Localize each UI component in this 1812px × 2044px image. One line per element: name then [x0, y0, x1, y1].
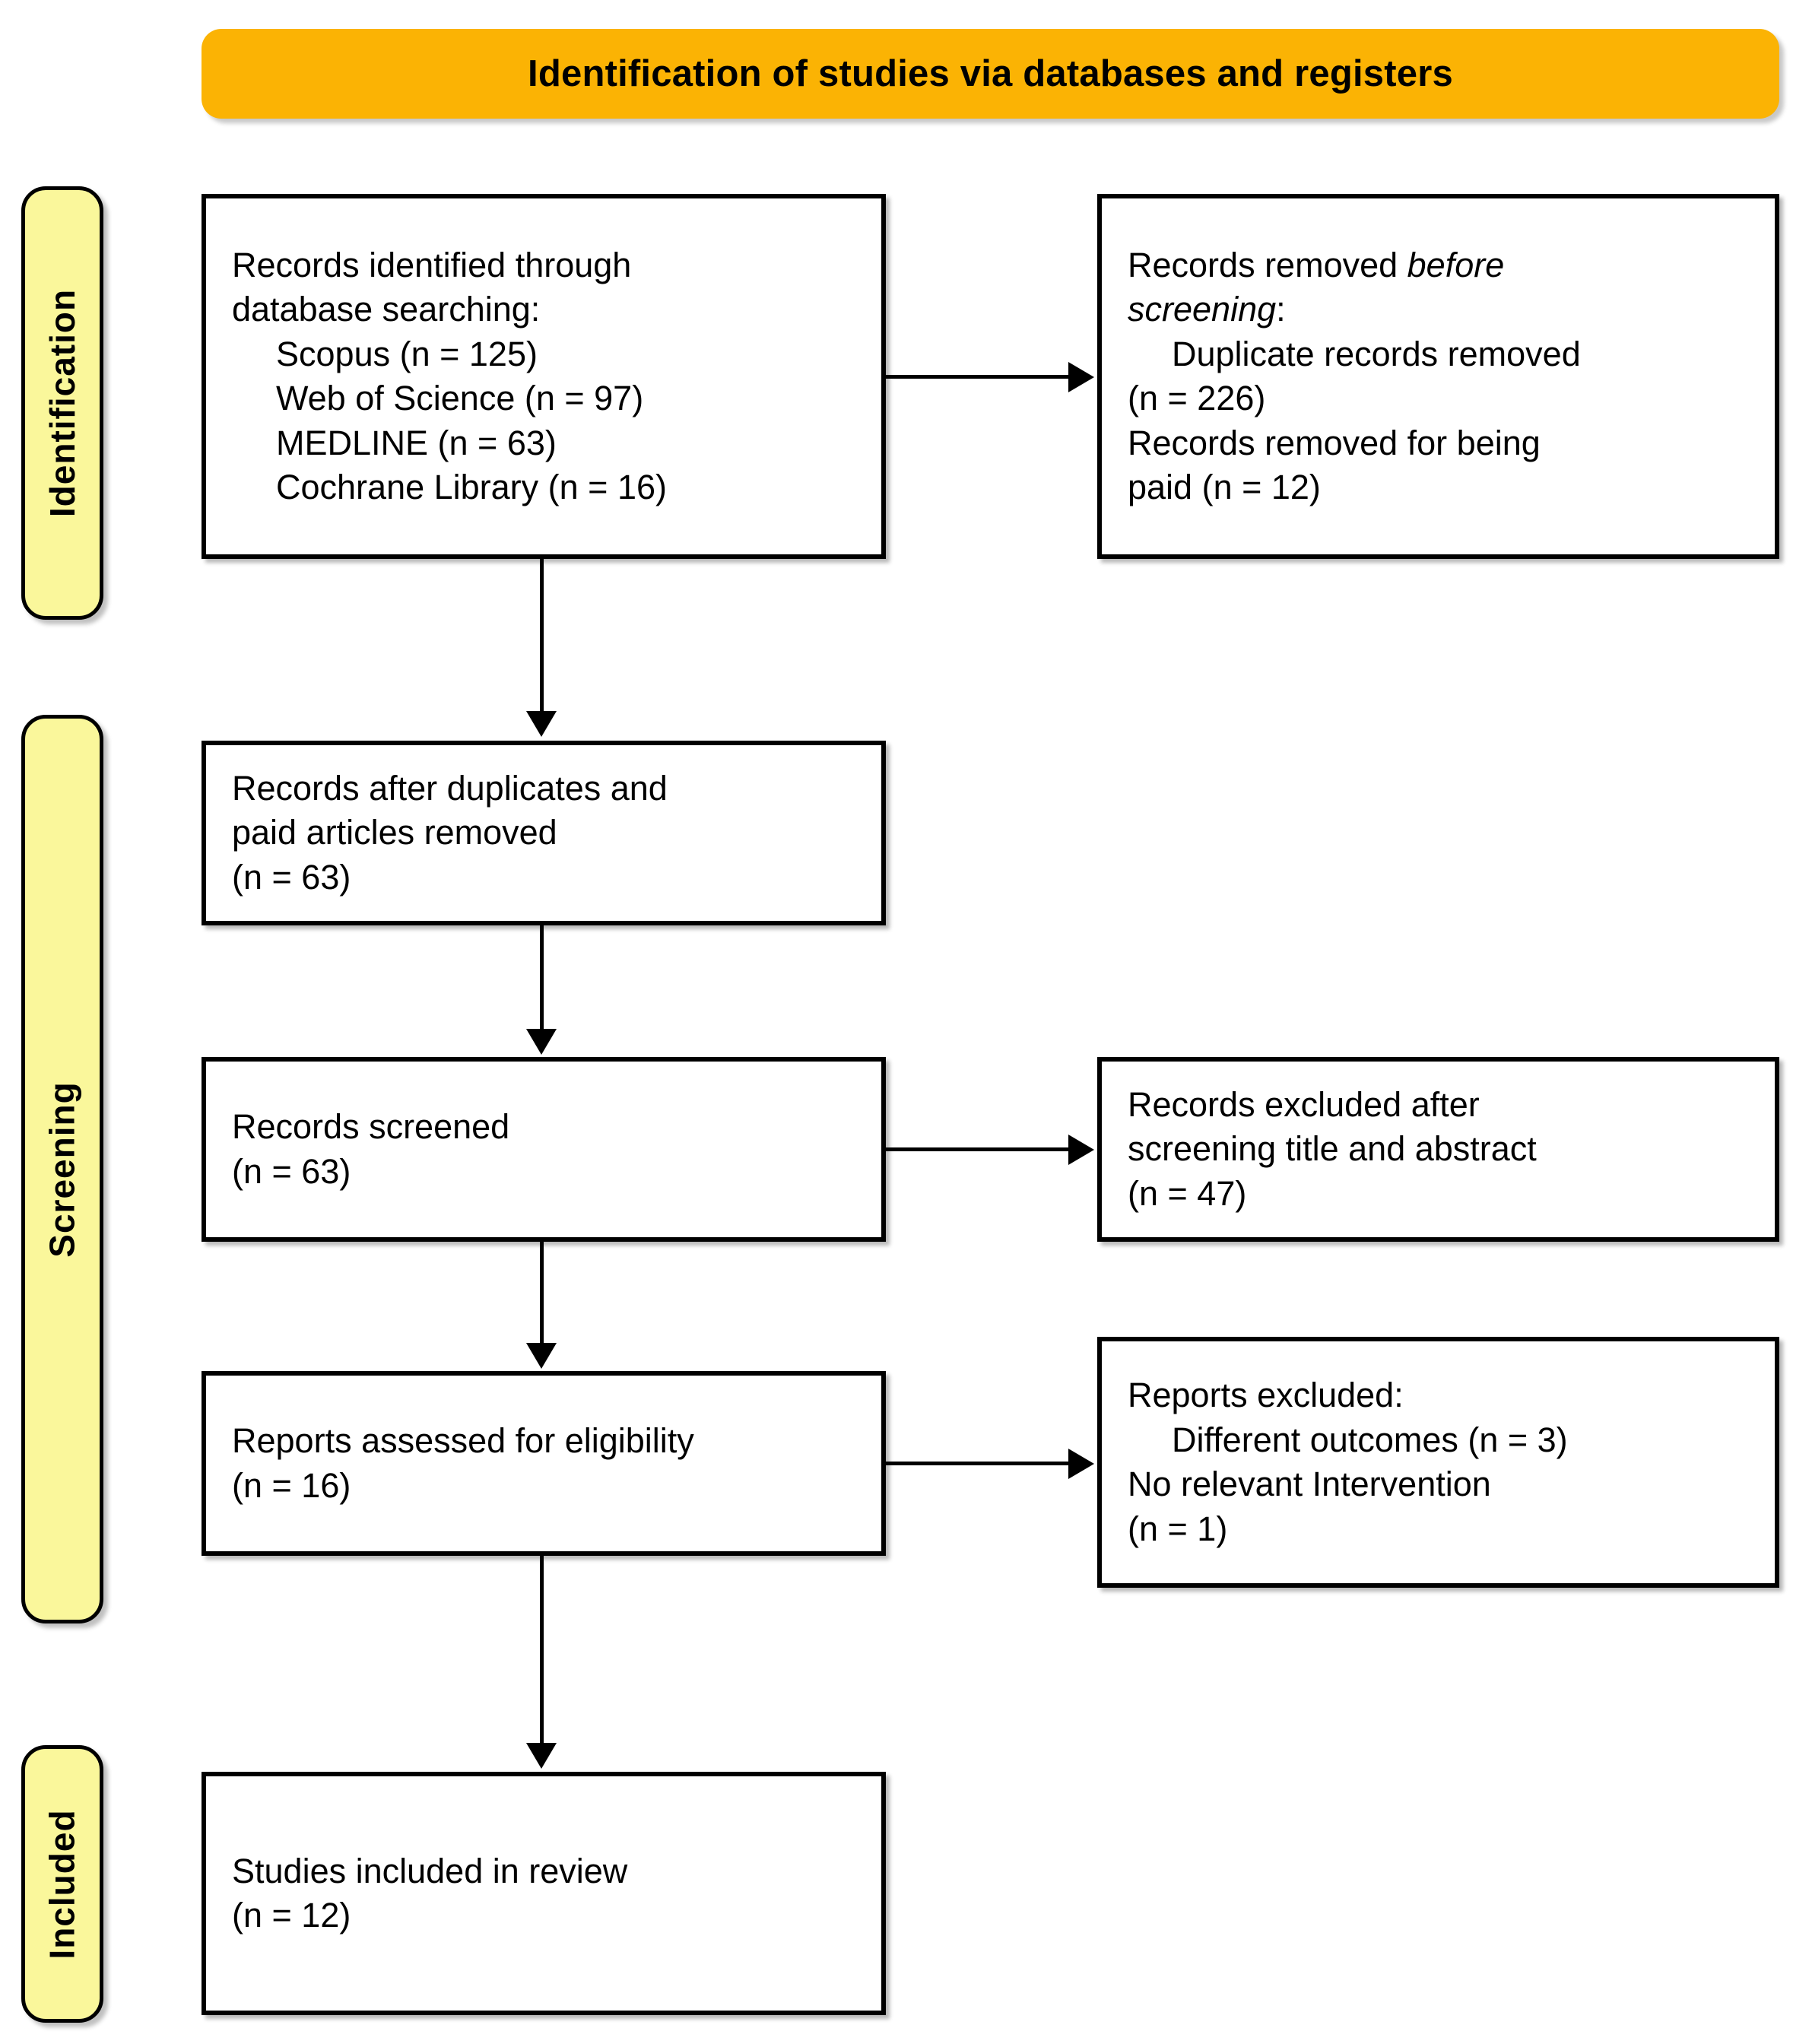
box-records-after-duplicates: Records after duplicates and paid articl…	[202, 741, 886, 925]
records-removed-line-1-emph: before	[1407, 245, 1505, 284]
diagram-title: Identification of studies via databases …	[528, 53, 1453, 94]
records-excluded-line-1: Records excluded after	[1128, 1084, 1480, 1124]
studies-included-count: (n = 12)	[232, 1896, 351, 1934]
records-removed-paid: Records removed for being	[1128, 423, 1541, 462]
connector-afterdup-to-screened-line	[540, 925, 544, 1032]
connector-identified-to-afterdup-line	[540, 559, 544, 714]
records-excluded-line-2: screening title and abstract	[1128, 1129, 1537, 1169]
stage-label-screening: Screening	[21, 715, 103, 1623]
stage-label-included: Included	[21, 1745, 103, 2023]
records-removed-line-1-text: Records removed	[1128, 245, 1407, 284]
records-identified-source-cochrane: Cochrane Library (n = 16)	[276, 468, 668, 506]
connector-identified-to-afterdup-arrowhead	[526, 711, 557, 737]
records-removed-line-1: Records removed before	[1128, 243, 1749, 288]
connector-assessed-to-excluded-arrowhead	[1068, 1449, 1094, 1479]
reports-excluded-line-1: Reports excluded:	[1128, 1376, 1404, 1414]
connector-identified-to-removed-arrowhead	[1068, 362, 1094, 392]
box-reports-assessed: Reports assessed for eligibility (n = 16…	[202, 1371, 886, 1556]
records-identified-line-1: Records identified through	[232, 245, 632, 284]
box-reports-excluded: Reports excluded: Different outcomes (n …	[1097, 1337, 1779, 1588]
connector-screened-to-assessed-arrowhead	[526, 1343, 557, 1369]
diagram-header-banner: Identification of studies via databases …	[202, 29, 1779, 119]
stage-label-identification-text: Identification	[43, 288, 83, 518]
connector-identified-to-removed-line	[886, 375, 1070, 379]
records-removed-line-2-colon: :	[1276, 290, 1286, 328]
records-identified-source-medline: MEDLINE (n = 63)	[276, 423, 557, 462]
box-records-identified: Records identified through database sear…	[202, 194, 886, 559]
after-duplicates-count: (n = 63)	[232, 857, 351, 897]
connector-assessed-to-included-line	[540, 1556, 544, 1746]
records-identified-line-2: database searching:	[232, 290, 541, 328]
reports-excluded-no-intervention: No relevant Intervention	[1128, 1465, 1491, 1503]
after-duplicates-line-2: paid articles removed	[232, 813, 557, 852]
records-excluded-count: (n = 47)	[1128, 1173, 1247, 1213]
records-identified-source-scopus: Scopus (n = 125)	[276, 334, 538, 373]
reports-excluded-different-outcomes: Different outcomes (n = 3)	[1172, 1420, 1568, 1459]
records-screened-count: (n = 63)	[232, 1151, 351, 1191]
box-records-removed-before-screening: Records removed before screening: Duplic…	[1097, 194, 1779, 559]
connector-afterdup-to-screened-arrowhead	[526, 1029, 557, 1055]
connector-assessed-to-excluded-line	[886, 1462, 1070, 1465]
box-records-screened: Records screened (n = 63)	[202, 1057, 886, 1242]
reports-assessed-count: (n = 16)	[232, 1465, 351, 1505]
records-removed-line-2-emph: screening	[1128, 290, 1277, 328]
connector-assessed-to-included-arrowhead	[526, 1743, 557, 1769]
box-studies-included: Studies included in review (n = 12)	[202, 1772, 886, 2015]
box-records-excluded: Records excluded after screening title a…	[1097, 1057, 1779, 1242]
reports-excluded-no-intervention-count: (n = 1)	[1128, 1509, 1228, 1548]
stage-label-screening-text: Screening	[43, 1081, 83, 1258]
studies-included-line-1: Studies included in review	[232, 1851, 628, 1890]
records-removed-paid-n: paid (n = 12)	[1128, 468, 1321, 506]
stage-label-included-text: Included	[43, 1808, 82, 1960]
reports-assessed-line-1: Reports assessed for eligibility	[232, 1421, 694, 1460]
records-removed-line-2: screening:	[1128, 287, 1749, 332]
records-identified-source-web-of-science: Web of Science (n = 97)	[276, 379, 644, 417]
stage-label-identification: Identification	[21, 186, 103, 620]
connector-screened-to-excluded-line	[886, 1147, 1070, 1151]
after-duplicates-line-1: Records after duplicates and	[232, 768, 668, 808]
connector-screened-to-excluded-arrowhead	[1068, 1135, 1094, 1165]
records-removed-duplicates: Duplicate records removed	[1172, 334, 1581, 373]
records-screened-line-1: Records screened	[232, 1107, 510, 1146]
records-removed-duplicates-n: (n = 226)	[1128, 379, 1266, 417]
connector-screened-to-assessed-line	[540, 1242, 544, 1344]
